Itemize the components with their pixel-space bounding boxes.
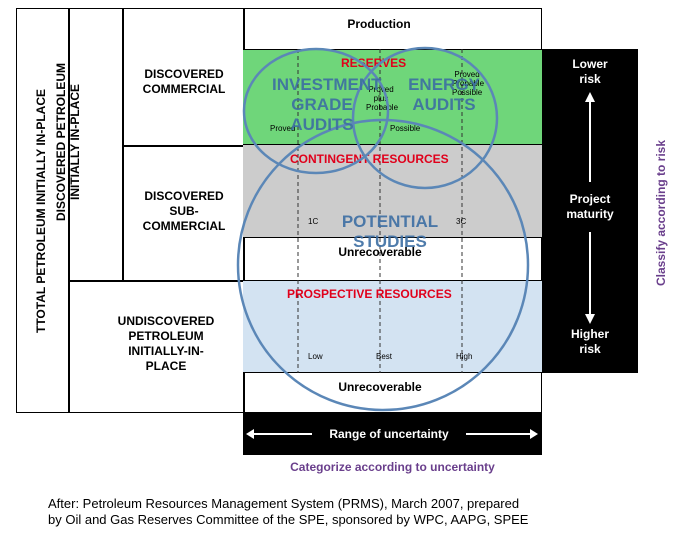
classify-risk-label: Classify according to risk (654, 139, 668, 287)
lower-risk-label: Lower risk (572, 57, 608, 86)
footer-line2: by Oil and Gas Reserves Committee of the… (48, 512, 529, 527)
energy-circle-label: ENERGY AUDITS (408, 75, 480, 114)
discovered-commercial-label: DISCOVERED COMMERCIAL (142, 67, 226, 96)
high-label: High (456, 352, 473, 361)
divider-h-commercial (122, 145, 244, 147)
divider-col2 (122, 8, 124, 280)
contingent-label: CONTINGENT RESOURCES (290, 152, 449, 166)
c3-label: 3C (456, 217, 467, 226)
prospective-label: PROSPECTIVE RESOURCES (287, 287, 452, 301)
footer-line1: After: Petroleum Resources Management Sy… (48, 496, 520, 511)
low-label: Low (308, 352, 323, 361)
undiscovered-label: UNDISCOVERED PETROLEUM INITIALLY-IN-PLAC… (117, 314, 215, 373)
discovered-petroleum-label: DISCOVERED PETROLEUM INITIALLY IN-PLACE (54, 34, 82, 250)
project-maturity-label: Project maturity (566, 192, 614, 221)
range-uncertainty-label: Range of uncertainty (329, 427, 449, 441)
production-label: Production (347, 17, 411, 31)
best-label: Best (376, 352, 393, 361)
discovered-subcommercial-label: DISCOVERED SUB-COMMERCIAL (142, 189, 226, 233)
higher-risk-label: Higher risk (570, 327, 609, 356)
divider-h-undiscovered (68, 280, 244, 282)
unrecoverable-2: Unrecoverable (338, 380, 422, 394)
reserves-label: RESERVES (341, 56, 407, 70)
possible-label: Possible (390, 124, 421, 133)
potential-circle-label: POTENTIAL STUDIES (341, 212, 439, 251)
categorize-uncertainty-label: Categorize according to uncertainty (290, 460, 495, 474)
discovered-petroleum-text: DISCOVERED PETROLEUM INITIALLY IN-PLACE (54, 63, 82, 222)
investment-circle-label: INVESTMENT GRADE AUDITS (272, 75, 382, 134)
total-petroleum-label: TTOTAL PETROLEUM INITIALLY IN-PLACE (34, 89, 48, 334)
c1-label: 1C (308, 217, 319, 226)
divider-col1 (68, 8, 70, 413)
